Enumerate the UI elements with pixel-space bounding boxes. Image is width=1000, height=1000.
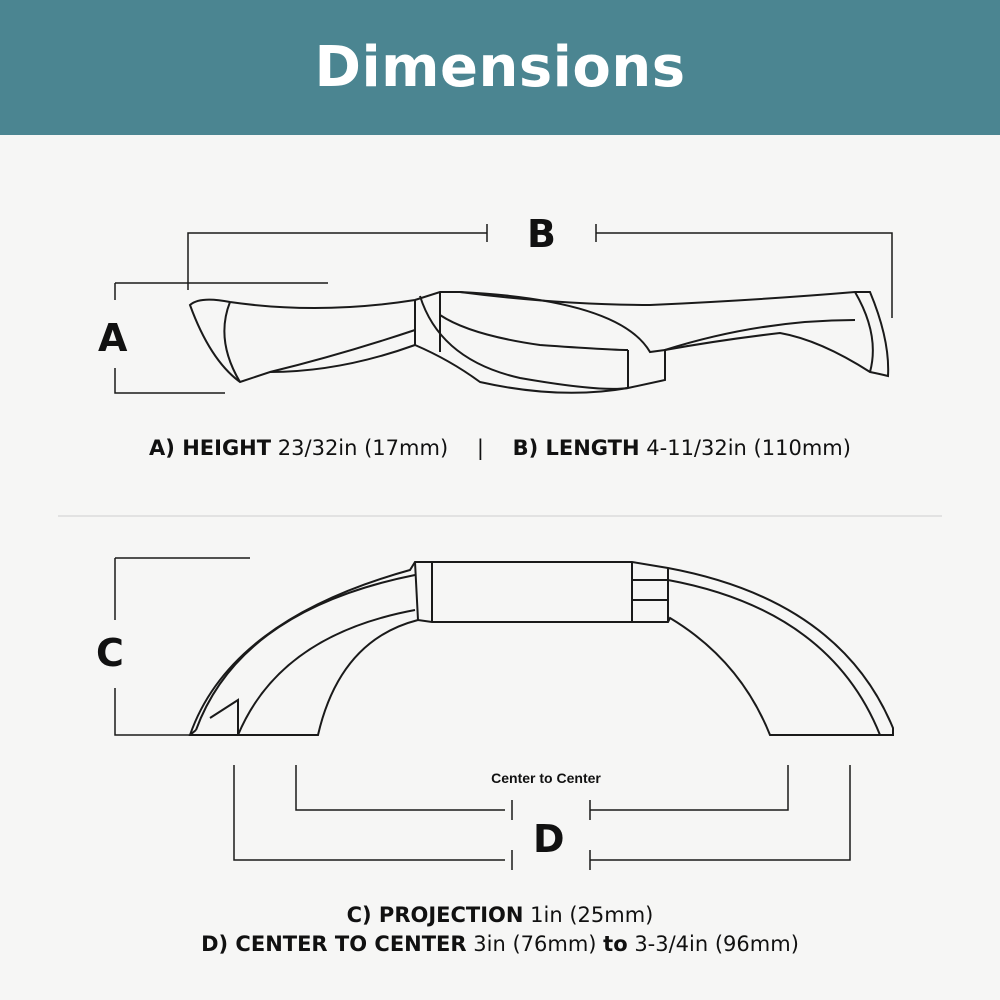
- label-d: D: [533, 817, 565, 861]
- center-value-max: 3-3/4in (96mm): [634, 932, 799, 956]
- center-joiner: to: [603, 932, 628, 956]
- projection-key: C) PROJECTION: [346, 903, 524, 927]
- label-a: A: [98, 316, 128, 360]
- header-banner: Dimensions: [0, 0, 1000, 135]
- handle-side-view: [188, 561, 894, 736]
- spec-line-ab: A) HEIGHT 23/32in (17mm) | B) LENGTH 4-1…: [0, 436, 1000, 460]
- center-key: D) CENTER TO CENTER: [201, 932, 467, 956]
- spec-line-c: C) PROJECTION 1in (25mm): [0, 903, 1000, 927]
- spec-divider: |: [476, 436, 484, 460]
- dimension-a-lines: [114, 282, 328, 394]
- spec-line-d: D) CENTER TO CENTER 3in (76mm) to 3-3/4i…: [0, 932, 1000, 956]
- projection-value: 1in (25mm): [530, 903, 654, 927]
- dimension-c-lines: [114, 557, 250, 736]
- label-b: B: [527, 212, 556, 256]
- dimension-d-lines: [233, 765, 851, 870]
- height-key: A) HEIGHT: [149, 436, 272, 460]
- center-value-min: 3in (76mm): [473, 932, 597, 956]
- label-c: C: [96, 631, 124, 675]
- dimension-b-lines: [187, 224, 893, 318]
- center-to-center-label: Center to Center: [491, 770, 601, 786]
- height-value: 23/32in (17mm): [277, 436, 449, 460]
- handle-top-view: [188, 291, 890, 394]
- length-key: B) LENGTH: [512, 436, 640, 460]
- page-title: Dimensions: [314, 35, 686, 100]
- length-value: 4-11/32in (110mm): [646, 436, 851, 460]
